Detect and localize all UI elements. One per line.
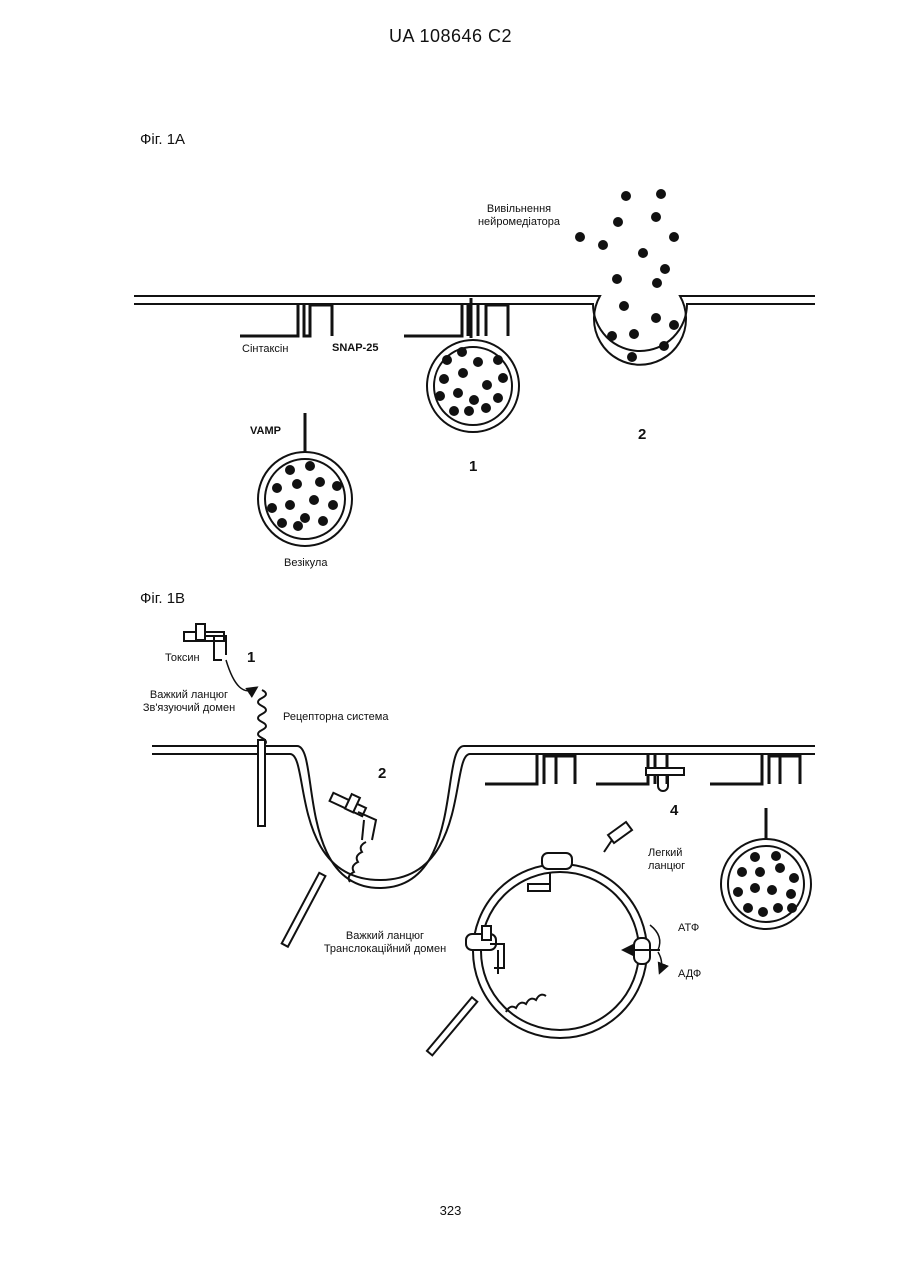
toxin-endocytosed (282, 793, 376, 947)
atp-arrow (650, 925, 660, 950)
fig1b-membrane (152, 746, 815, 888)
free-vesicle-vamp (258, 413, 352, 546)
receptor-system (258, 690, 266, 826)
released-neurotransmitter (575, 189, 679, 288)
cleaved-snap25 (646, 768, 684, 791)
light-chain (604, 822, 632, 852)
snare-complexes-1b (485, 754, 800, 784)
syntaxin-snap25-free (240, 304, 332, 336)
endosome (473, 864, 647, 1038)
fusion-pore-vesicle (607, 301, 679, 362)
docked-vesicle (427, 340, 519, 432)
binding-arrow (226, 660, 256, 691)
adp-arrow (658, 952, 662, 972)
vesicle-vamp-1b (721, 808, 811, 929)
toxin-molecule (184, 624, 226, 660)
